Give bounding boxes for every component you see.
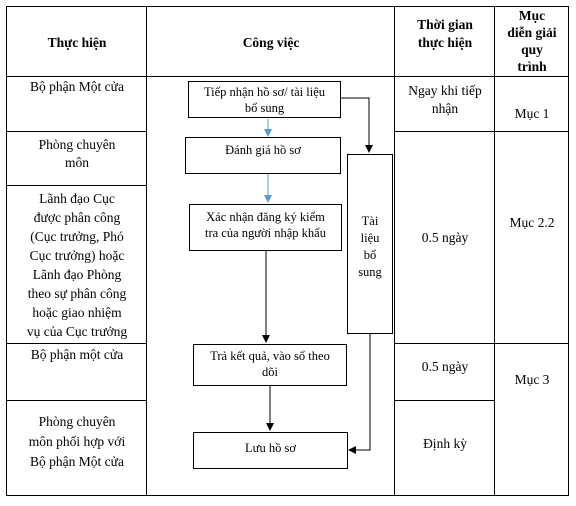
task-box-archive: Lưu hồ sơ [193, 432, 348, 469]
performer-coordination: Phòng chuyên môn phối hợp với Bộ phận Mộ… [28, 414, 126, 469]
task-box-evaluate: Đánh giá hồ sơ [185, 137, 341, 174]
time-archive: Định kỳ [423, 436, 467, 451]
header-performer: Thực hiện [47, 35, 107, 50]
arrow-receive-to-supplement [341, 97, 373, 153]
time-return: 0.5 ngày [421, 359, 469, 374]
time-process: 0.5 ngày [421, 230, 469, 245]
header-section: Mục diễn giải quy trình [507, 8, 557, 74]
side-box-supplement: Tài liệu bổ sung [347, 154, 393, 334]
section-2-2: Mục 2.2 [509, 215, 555, 230]
header-task: Công việc [242, 35, 300, 50]
performer-one-stop: Bộ phận Một cửa [30, 79, 124, 94]
task-box-receive: Tiếp nhận hồ sơ/ tài liệu bổ sung [188, 81, 341, 118]
arrow-supplement-to-archive [348, 334, 371, 454]
performer-leadership: Lãnh đạo Cục được phân công (Cục trưởng,… [26, 191, 128, 339]
performer-specialized-dept: Phòng chuyên môn [38, 137, 116, 170]
section-3: Mục 3 [514, 372, 550, 387]
task-box-confirm: Xác nhận đăng ký kiểm tra của người nhập… [189, 204, 342, 251]
section-1: Mục 1 [514, 106, 550, 121]
performer-one-stop-return: Bộ phận một cửa [30, 347, 124, 362]
time-receive: Ngay khi tiếp nhận [408, 83, 482, 116]
header-time: Thời gian thực hiện [417, 17, 473, 50]
task-box-return: Trả kết quả, vào sổ theo dõi [193, 344, 347, 386]
